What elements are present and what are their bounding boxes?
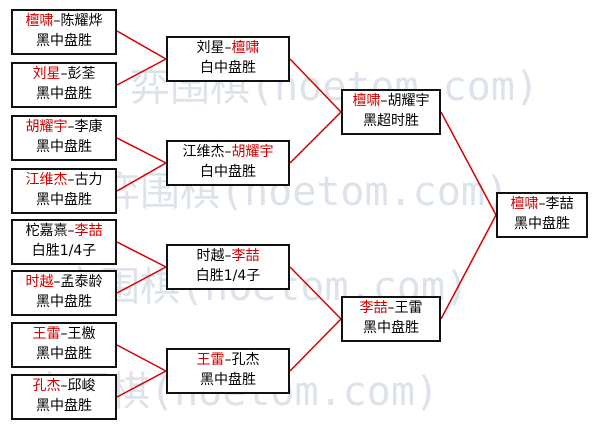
player-a: 时越 [196, 248, 225, 264]
player-a: 檀啸 [25, 13, 54, 29]
match-r1-7: 王雷–王檄 黑中盘胜 [11, 322, 117, 368]
player-a: 李喆 [359, 300, 388, 316]
player-b: 李喆 [74, 223, 103, 239]
connector-line-7 [116, 344, 167, 372]
match-result: 黑中盘胜 [36, 33, 92, 49]
player-b: 彭荃 [67, 66, 96, 82]
match-result: 黑中盘胜 [36, 86, 92, 102]
match-r1-1: 檀啸–陈耀烨 黑中盘胜 [11, 9, 117, 55]
player-b: 胡耀宇 [231, 144, 274, 160]
player-b: 陈耀烨 [60, 13, 103, 29]
separator: – [224, 40, 232, 56]
separator: – [67, 119, 75, 135]
match-r1-2: 刘星–彭荃 黑中盘胜 [11, 62, 117, 108]
separator: – [53, 274, 61, 290]
player-b: 古力 [74, 172, 103, 188]
player-a: 王雷 [32, 326, 61, 342]
separator: – [60, 326, 68, 342]
player-a: 檀啸 [352, 93, 381, 109]
match-result: 白中盘胜 [200, 164, 256, 180]
match-r2-1: 刘星–檀啸 白中盘胜 [166, 36, 290, 82]
player-a: 檀啸 [510, 196, 539, 212]
separator: – [60, 66, 68, 82]
player-a: 刘星 [196, 40, 225, 56]
separator: – [60, 378, 68, 394]
player-b: 李康 [74, 119, 103, 135]
player-a: 柁嘉熹 [25, 223, 68, 239]
match-result: 黑中盘胜 [36, 398, 92, 414]
player-a: 胡耀宇 [25, 119, 68, 135]
match-result: 黑中盘胜 [36, 192, 92, 208]
player-b: 孟泰龄 [60, 274, 103, 290]
player-b: 李喆 [231, 248, 260, 264]
separator: – [380, 93, 388, 109]
match-r2-2: 江维杰–胡耀宇 白中盘胜 [166, 140, 290, 186]
separator: – [538, 196, 546, 212]
separator: – [53, 13, 61, 29]
match-r1-4: 江维杰–古力 黑中盘胜 [11, 168, 117, 214]
separator: – [224, 248, 232, 264]
match-r2-4: 王雷–孔杰 黑中盘胜 [166, 348, 290, 394]
player-a: 时越 [25, 274, 54, 290]
connector-line-8 [116, 370, 167, 398]
match-result: 黑中盘胜 [514, 216, 570, 232]
connector-line-5 [116, 241, 167, 268]
connector-line-9 [289, 58, 342, 113]
connector-line-11 [289, 266, 342, 320]
match-result: 黑超时胜 [363, 113, 419, 129]
match-r3-2: 李喆–王雷 黑中盘胜 [341, 296, 441, 342]
match-r1-5: 柁嘉熹–李喆 白胜1/4子 [11, 219, 117, 265]
match-result: 黑中盘胜 [36, 139, 92, 155]
player-b: 王雷 [394, 300, 423, 316]
match-r1-8: 孔杰–邱峻 黑中盘胜 [11, 374, 117, 420]
player-a: 王雷 [196, 352, 225, 368]
match-result: 黑中盘胜 [363, 320, 419, 336]
separator: – [67, 172, 75, 188]
match-result: 白中盘胜 [200, 60, 256, 76]
player-b: 王檄 [67, 326, 96, 342]
connector-line-14 [440, 214, 497, 320]
connector-line-13 [440, 111, 497, 216]
player-a: 孔杰 [32, 378, 61, 394]
player-b: 邱峻 [67, 378, 96, 394]
separator: – [67, 223, 75, 239]
match-r1-3: 胡耀宇–李康 黑中盘胜 [11, 115, 117, 161]
connector-line-6 [116, 266, 167, 294]
connector-line-10 [289, 111, 342, 164]
player-a: 刘星 [32, 66, 61, 82]
connector-line-3 [116, 137, 167, 164]
connector-line-2 [116, 58, 167, 86]
player-b: 檀啸 [231, 40, 260, 56]
match-r1-6: 时越–孟泰龄 黑中盘胜 [11, 270, 117, 316]
connector-line-4 [116, 162, 167, 192]
connector-line-1 [116, 30, 167, 60]
match-result: 黑中盘胜 [200, 372, 256, 388]
player-b: 胡耀宇 [387, 93, 430, 109]
match-result: 黑中盘胜 [36, 346, 92, 362]
match-result: 白胜1/4子 [195, 268, 261, 284]
match-r3-1: 檀啸–胡耀宇 黑超时胜 [341, 89, 441, 135]
player-a: 江维杰 [182, 144, 225, 160]
match-final: 檀啸–李喆 黑中盘胜 [496, 192, 588, 238]
player-a: 江维杰 [25, 172, 68, 188]
connector-line-12 [289, 318, 342, 372]
separator: – [224, 352, 232, 368]
separator: – [387, 300, 395, 316]
player-b: 李喆 [545, 196, 574, 212]
match-result: 白胜1/4子 [31, 243, 97, 259]
match-r2-3: 时越–李喆 白胜1/4子 [166, 244, 290, 290]
match-result: 黑中盘胜 [36, 294, 92, 310]
player-b: 孔杰 [231, 352, 260, 368]
separator: – [224, 144, 232, 160]
